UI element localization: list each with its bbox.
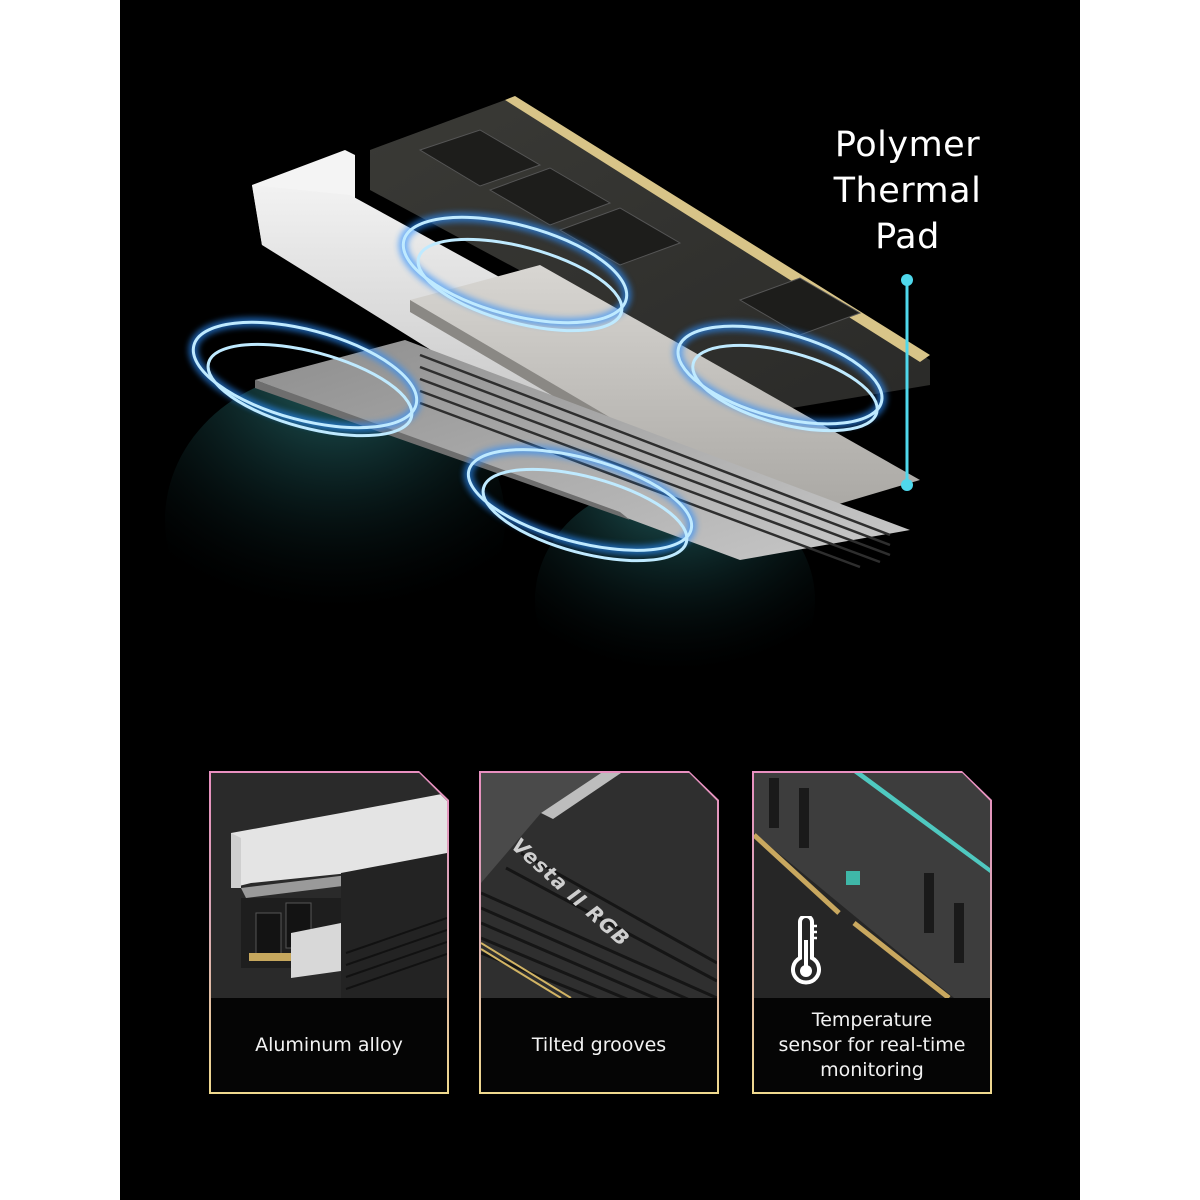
feature-card-temperature-sensor: Temperature sensor for real-time monitor… — [752, 771, 992, 1094]
tilted-grooves-photo — [481, 773, 717, 998]
aluminum-alloy-photo — [211, 773, 447, 998]
feature-card-aluminum-alloy: Aluminum alloy — [209, 771, 449, 1094]
exploded-ram-illustration — [165, 96, 930, 720]
temperature-sensor-photo — [754, 773, 990, 998]
callout-title: Polymer Thermal Pad — [833, 125, 982, 257]
airflow-rings — [188, 212, 888, 563]
thermal-pad-callout-line — [901, 274, 913, 491]
thermometer-icon — [791, 916, 821, 985]
feature-caption: Aluminum alloy — [211, 998, 447, 1092]
product-feature-canvas: Polymer Thermal Pad — [120, 0, 1080, 1200]
feature-caption: Temperature sensor for real-time monitor… — [754, 998, 990, 1092]
feature-caption: Tilted grooves — [481, 998, 717, 1092]
feature-card-tilted-grooves: Vesta II RGB Tilted grooves — [479, 771, 719, 1094]
